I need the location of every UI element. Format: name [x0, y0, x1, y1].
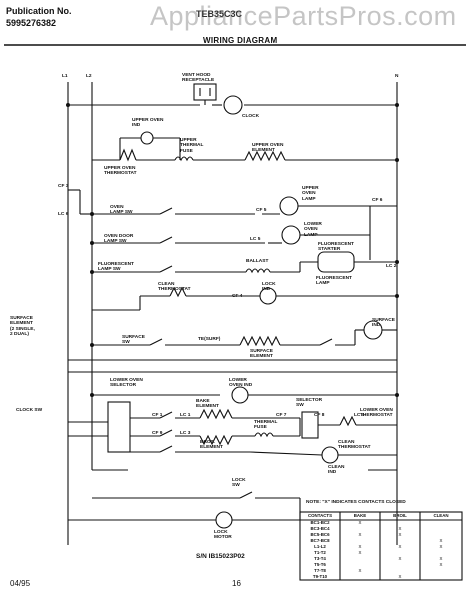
contact-table-cell: T3-T4: [314, 556, 326, 561]
lower-oven-lamp-label: LOWER OVEN LAMP: [304, 222, 322, 238]
contact-table-cell: L1-L2: [314, 544, 326, 549]
contact-table-cell: X: [358, 520, 362, 525]
cf-9-label: CF 9: [152, 431, 163, 436]
surface-element-label: SURFACE ELEMENT: [250, 349, 273, 360]
contact-table-cell: X: [439, 544, 443, 549]
lc-4-label: LC 4: [354, 413, 365, 418]
lc-1-label: LC 1: [180, 413, 191, 418]
lower-oven-thermostat-label: LOWER OVEN THERMOSTAT: [360, 408, 393, 419]
te-surface-label: TE(SURF): [198, 337, 221, 342]
cf-3-label: CF 3: [58, 184, 69, 189]
bake-element-label: BAKE ELEMENT: [196, 399, 219, 410]
footer-page-number: 16: [232, 579, 241, 588]
ballast-label: BALLAST: [246, 259, 269, 264]
contact-table-cell: X: [398, 532, 402, 537]
contact-table-cell: X: [358, 568, 362, 573]
lock-sw-label: LOCK SW: [232, 478, 246, 489]
diagram-title: WIRING DIAGRAM: [203, 36, 278, 45]
upper-thermal-fuse-label: UPPER THERMAL FUSE: [180, 138, 204, 154]
clean-thermostat-2-label: CLEAN THERMOSTAT: [338, 440, 371, 451]
contact-table-cell: X: [358, 550, 362, 555]
footer-date: 04/95: [10, 579, 31, 588]
contact-table-cell: BC1-BC2: [310, 520, 330, 525]
fluorescent-lamp-sw-label: FLUORESCENT LAMP SW: [98, 262, 134, 273]
contact-table-cell: T5-T6: [314, 562, 326, 567]
contact-table-cell: X: [398, 526, 402, 531]
contact-table-header: CONTACTS: [307, 513, 333, 518]
fluorescent-lamp-label: FLUORESCENT LAMP: [316, 276, 352, 287]
contact-table-cell: X: [398, 544, 402, 549]
cf-7-label: CF 7: [276, 413, 287, 418]
diagram-note: NOTE: "X" INDICATES CONTACTS CLOSED: [306, 500, 406, 505]
cf-5-label: CF 5: [256, 208, 267, 213]
cf-8-label: CF 8: [314, 413, 325, 418]
surface-ind-label: SURFACE IND: [372, 318, 395, 329]
terminal-n: N: [395, 74, 399, 79]
oven-door-lamp-sw-label: OVEN DOOR LAMP SW: [104, 234, 134, 245]
lock-ind-label: LOCK IND: [262, 282, 276, 293]
serial-number: S/N IB15023P02: [196, 553, 245, 560]
publication-number: 5995276382: [6, 18, 57, 28]
fluorescent-starter-label: FLUORESCENT STARTER: [318, 242, 354, 253]
contact-table-cell: T7-T8: [314, 568, 326, 573]
upper-oven-thermostat-label: UPPER OVEN THERMOSTAT: [104, 166, 137, 177]
contact-table-cell: T1-T2: [314, 550, 326, 555]
contact-table-cell: X: [358, 532, 362, 537]
clean-ind-label: CLEAN IND: [328, 465, 345, 476]
clean-thermostat-label: CLEAN THERMOSTAT: [158, 282, 191, 293]
contact-table-cell: BC7-BC8: [310, 538, 330, 543]
cf-4-label: CF 4: [232, 294, 243, 299]
vent-hood-label: VENT HOOD RECEPTACLE: [182, 73, 215, 84]
contact-table-cell: BC5-BC6: [310, 532, 330, 537]
watermark: AppliancePartsPros.com: [150, 1, 457, 31]
contact-table-cell: X: [398, 556, 402, 561]
contact-table-cell: T9-T10: [312, 574, 328, 579]
contact-table-cell: X: [439, 562, 443, 567]
terminal-l2: L2: [86, 74, 92, 79]
contact-table-cell: X: [439, 538, 443, 543]
surface-sw-label: SURFACE SW: [122, 335, 145, 346]
model-number: TEB35C3C: [196, 9, 243, 19]
upper-oven-lamp-label: UPPER OVEN LAMP: [302, 186, 319, 202]
thermal-fuse-label: THERMAL FUSE: [254, 420, 278, 431]
clock-sw-label: CLOCK SW: [16, 408, 43, 413]
selector-sw-label: SELECTOR SW: [296, 398, 323, 409]
lock-motor-label: LOCK MOTOR: [214, 530, 232, 541]
contact-table-header: CLEAN: [433, 513, 449, 518]
lower-oven-selector-label: LOWER OVEN SELECTOR: [110, 378, 143, 389]
surface-element-note: SURFACE ELEMENT (2 SINGLE, 2 DUAL): [10, 316, 35, 337]
lc-6-label: LC 6: [58, 212, 69, 217]
oven-lamp-sw-label: OVEN LAMP SW: [110, 205, 133, 216]
lc-5-label: LC 5: [250, 237, 261, 242]
cf-1-label: CF 1: [152, 413, 163, 418]
contact-table-cell: BC3-BC4: [310, 526, 330, 531]
upper-oven-element-label: UPPER OVEN ELEMENT: [252, 143, 284, 154]
contact-table-cell: X: [398, 574, 402, 579]
lc-3-label: LC 3: [180, 431, 191, 436]
contact-table-header: BROIL: [393, 513, 407, 518]
contact-table-cell: X: [358, 544, 362, 549]
contact-table-cell: X: [439, 556, 443, 561]
cf-6-label: CF 6: [372, 198, 383, 203]
lc-2-label: LC 2: [386, 264, 397, 269]
upper-oven-ind-label: UPPER OVEN IND: [132, 118, 164, 129]
clock-label: CLOCK: [242, 114, 260, 119]
contact-table-header: BAKE: [353, 513, 367, 518]
lower-oven-ind-label: LOWER OVEN IND: [229, 378, 253, 389]
terminal-l1: L1: [62, 74, 68, 79]
broil-element-label: BROIL ELEMENT: [200, 440, 223, 451]
publication-label: Publication No.: [6, 6, 72, 16]
